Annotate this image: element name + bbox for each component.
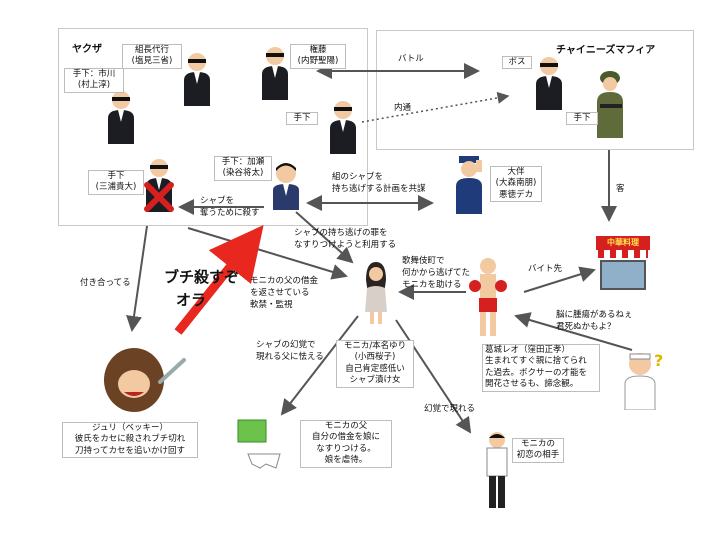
julie-monster-icon xyxy=(104,348,186,412)
shout-text: ブチ殺すぞ オラ xyxy=(164,268,240,309)
miura-label: 手下(三浦貴大) xyxy=(88,170,144,195)
baito-arrow xyxy=(523,266,596,293)
father-label: モニカの父自分の借金を娘になすりつける。娘を虐待。 xyxy=(300,420,392,468)
ichikawa-icon xyxy=(108,91,134,144)
nasuri-note: シャブの持ち逃げの罪を なすりつけようと利用する xyxy=(294,228,397,250)
yakuza-boss-icon xyxy=(184,53,210,106)
noushu-arrow xyxy=(514,312,633,351)
gondo-label: 権藤(内野聖陽) xyxy=(290,44,346,69)
noushu-note: 脳に腫瘍があるねぇ 君死ぬかもよ？ xyxy=(556,310,633,332)
kase-label: 手下：加瀬(染谷将太) xyxy=(214,156,272,181)
battle-note: バトル xyxy=(398,54,424,64)
tsukiau-note: 付き合ってる xyxy=(80,278,131,288)
dead-x-icon xyxy=(144,182,174,212)
shabu-genkaku-note: シャブの幻覚で 現れる父に怯える xyxy=(256,340,324,362)
soldier-icon xyxy=(597,71,623,138)
kyaku-note: 客 xyxy=(616,184,625,194)
shita1-icon xyxy=(330,101,356,154)
restaurant-sign: 中華料理 xyxy=(596,236,650,250)
mafia-boss-icon xyxy=(536,57,562,110)
kase-monica-arrow xyxy=(295,211,354,264)
doctor-icon: ? xyxy=(624,351,663,410)
clothes-icon xyxy=(237,419,281,469)
naitsu-note: 内通 xyxy=(394,103,412,113)
shakkin-note: モニカの父の借金 を返させている 軟禁・監視 xyxy=(250,276,319,310)
restaurant-icon: 中華料理 xyxy=(596,236,650,292)
genkaku-arrow xyxy=(395,319,472,434)
gondo-icon xyxy=(262,47,288,100)
leo-label: 葛城レオ（窪田正孝）生まれてすぐ親に捨てられた過去。ボクサーの才能を開花させるも… xyxy=(482,344,600,392)
firstlove-icon xyxy=(486,432,508,508)
monica-label: モニカ/本名ゆり(小西桜子)自己肯定感低いシャブ漬け女 xyxy=(336,340,414,388)
monica-father-arrow xyxy=(280,315,359,416)
police-icon xyxy=(456,156,482,214)
ubau-note: シャブを 奪うために殺す xyxy=(200,196,260,218)
genkaku-note: 幻覚で現れる xyxy=(424,404,476,414)
boss-label: ボス xyxy=(502,56,532,70)
baito-note: バイト先 xyxy=(528,264,563,274)
monica-icon xyxy=(365,262,387,324)
shita1-label: 手下 xyxy=(286,112,318,126)
kabukicho-note: 歌舞伎町で 何かから逃げてた モニカを助ける xyxy=(402,256,471,290)
yakuza-group-title: ヤクザ xyxy=(72,44,102,55)
kumicho-label: 組長代行(塩見三省) xyxy=(122,44,182,69)
shabu-plan-note: 組のシャブを 持ち逃げする計画を共謀 xyxy=(332,172,426,194)
svg-text:?: ? xyxy=(654,351,663,370)
ichikawa-label: 手下：市川(村上淳) xyxy=(64,68,124,93)
kase-icon xyxy=(273,163,299,210)
mafia-group xyxy=(376,30,694,150)
otomo-label: 大伴(大森南朋)悪徳デカ xyxy=(490,166,542,203)
naitsu-arrow xyxy=(361,91,510,123)
firstlove-label: モニカの初恋の相手 xyxy=(512,438,564,463)
shita2-label: 手下 xyxy=(566,112,598,126)
tsukiau-arrow xyxy=(126,225,148,332)
red-attack-arrow xyxy=(174,224,264,335)
mafia-group-title: チャイニーズマフィア xyxy=(556,45,656,56)
boxer-icon xyxy=(469,258,507,336)
julie-label: ジュリ（ベッキー）彼氏をカセに殺されブチ切れ刀持ってカセを追いかけ回す xyxy=(62,422,198,459)
